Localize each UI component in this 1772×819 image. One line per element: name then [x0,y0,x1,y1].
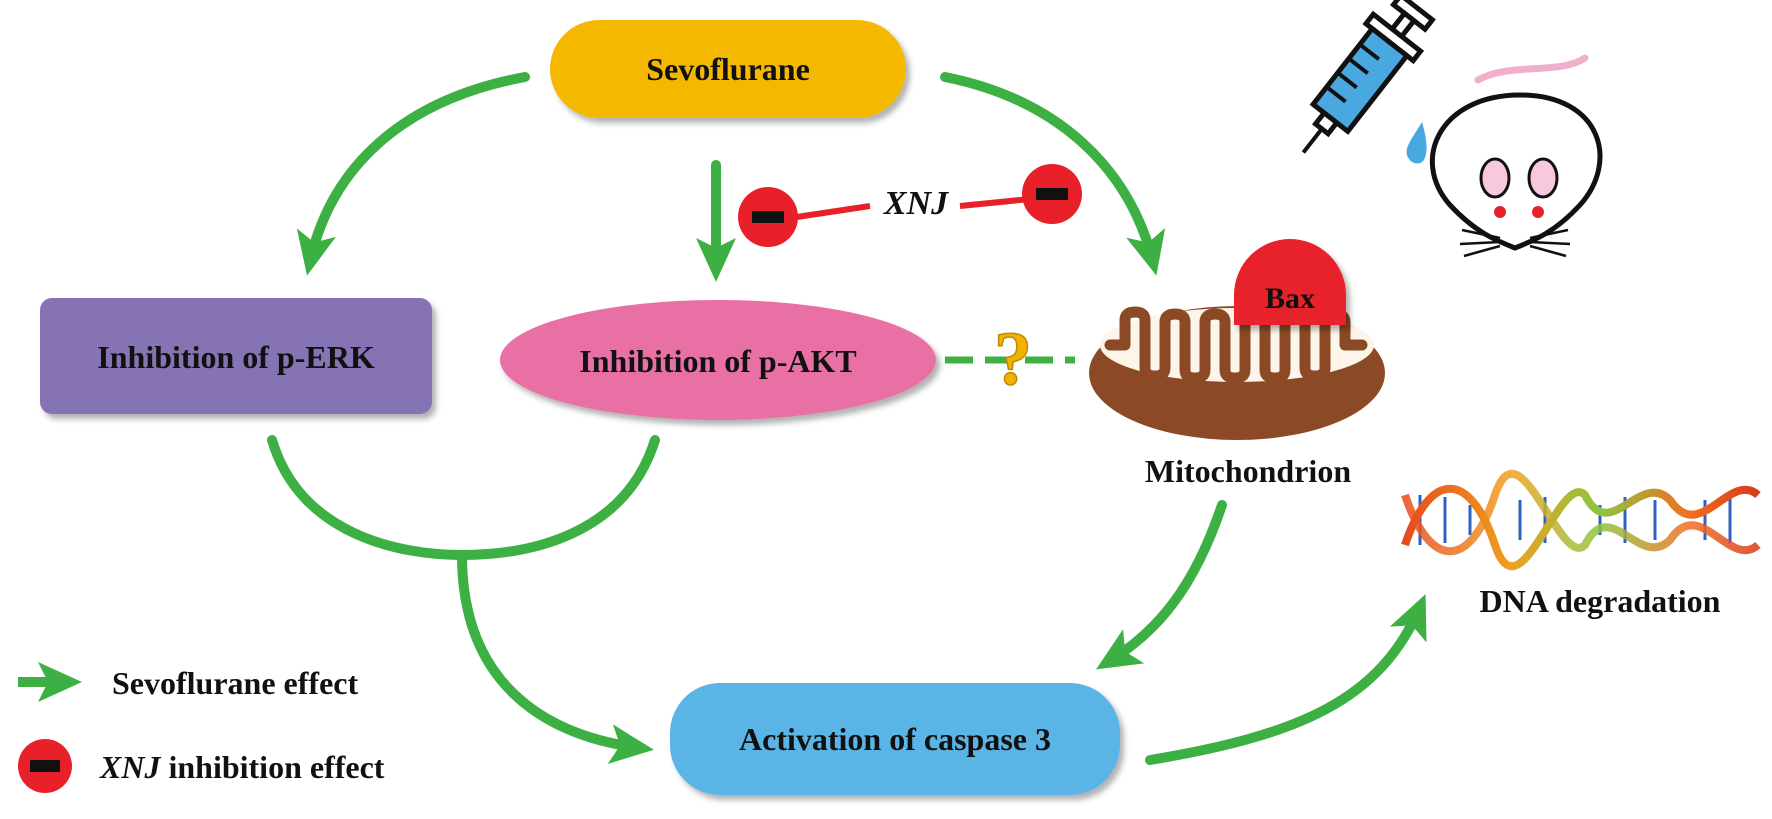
arrow-mito-to-caspase [1096,500,1227,670]
arc-perk-branch [267,435,467,560]
legend-xnj-effect: inhibition effect [160,749,384,785]
mouse-body [1430,92,1603,251]
mitochondrion: Bax Mitochondrion [1089,239,1385,489]
arc-pakt-branch [457,435,660,560]
legend-minus-glyph [30,760,60,772]
dna-rungs [1418,495,1732,545]
node-sevoflurane: Sevoflurane [550,20,906,118]
node-perk: Inhibition of p-ERK [40,298,432,414]
mouse-ear-left [1479,157,1511,199]
perk-box [40,298,432,414]
minus-glyph-left [752,211,784,223]
arrow-sevo-to-mito [940,72,1166,276]
bax-label: Bax [1265,282,1315,315]
mouse-icon [1430,54,1603,258]
mitochondrion-label: Mitochondrion [1145,453,1351,489]
legend: Sevoflurane effect XNJ inhibition effect [18,662,385,793]
uncertain-link: ? [945,316,1075,402]
arrow-merge-to-caspase [457,550,654,764]
mouse-ear-right [1527,157,1559,199]
question-mark: ? [994,317,1032,401]
minus-glyph-right [1036,188,1068,200]
legend-sevo-label: Sevoflurane effect [112,665,358,701]
xnj-label: XNJ [883,185,949,222]
sevoflurane-label: Sevoflurane [646,51,810,87]
node-pakt: Inhibition of p-AKT [500,300,936,420]
legend-xnj-name: XNJ [99,749,161,785]
dna-strand-a [1401,484,1761,570]
droplet-icon [1406,122,1427,164]
mouse-whiskers [1459,228,1571,258]
xnj-inhibition: XNJ [738,164,1082,247]
node-caspase: Activation of caspase 3 [670,683,1120,795]
arrow-caspase-to-dna [1145,594,1427,765]
caspase-label: Activation of caspase 3 [739,721,1051,757]
perk-label: Inhibition of p-ERK [97,339,375,375]
pakt-ellipse [500,300,936,420]
syringe-icon [1301,0,1436,154]
dna-label: DNA degradation [1480,583,1721,619]
mouse-eye-right [1532,206,1544,218]
mito-cristae [1104,306,1368,384]
arrows [267,72,1427,765]
mouse-eye-left [1494,206,1506,218]
xnj-line-left [789,203,871,221]
mouse-tail [1474,54,1589,84]
bax-badge [1234,239,1346,325]
arrow-sevo-to-perk [296,72,530,276]
pakt-label: Inhibition of p-AKT [579,343,856,379]
sevoflurane-pill [550,20,906,118]
dna-strand-b [1401,470,1761,555]
legend-xnj-label: XNJ inhibition effect [99,749,385,785]
dna-helix-icon [1401,470,1761,570]
caspase-pill [670,683,1120,795]
